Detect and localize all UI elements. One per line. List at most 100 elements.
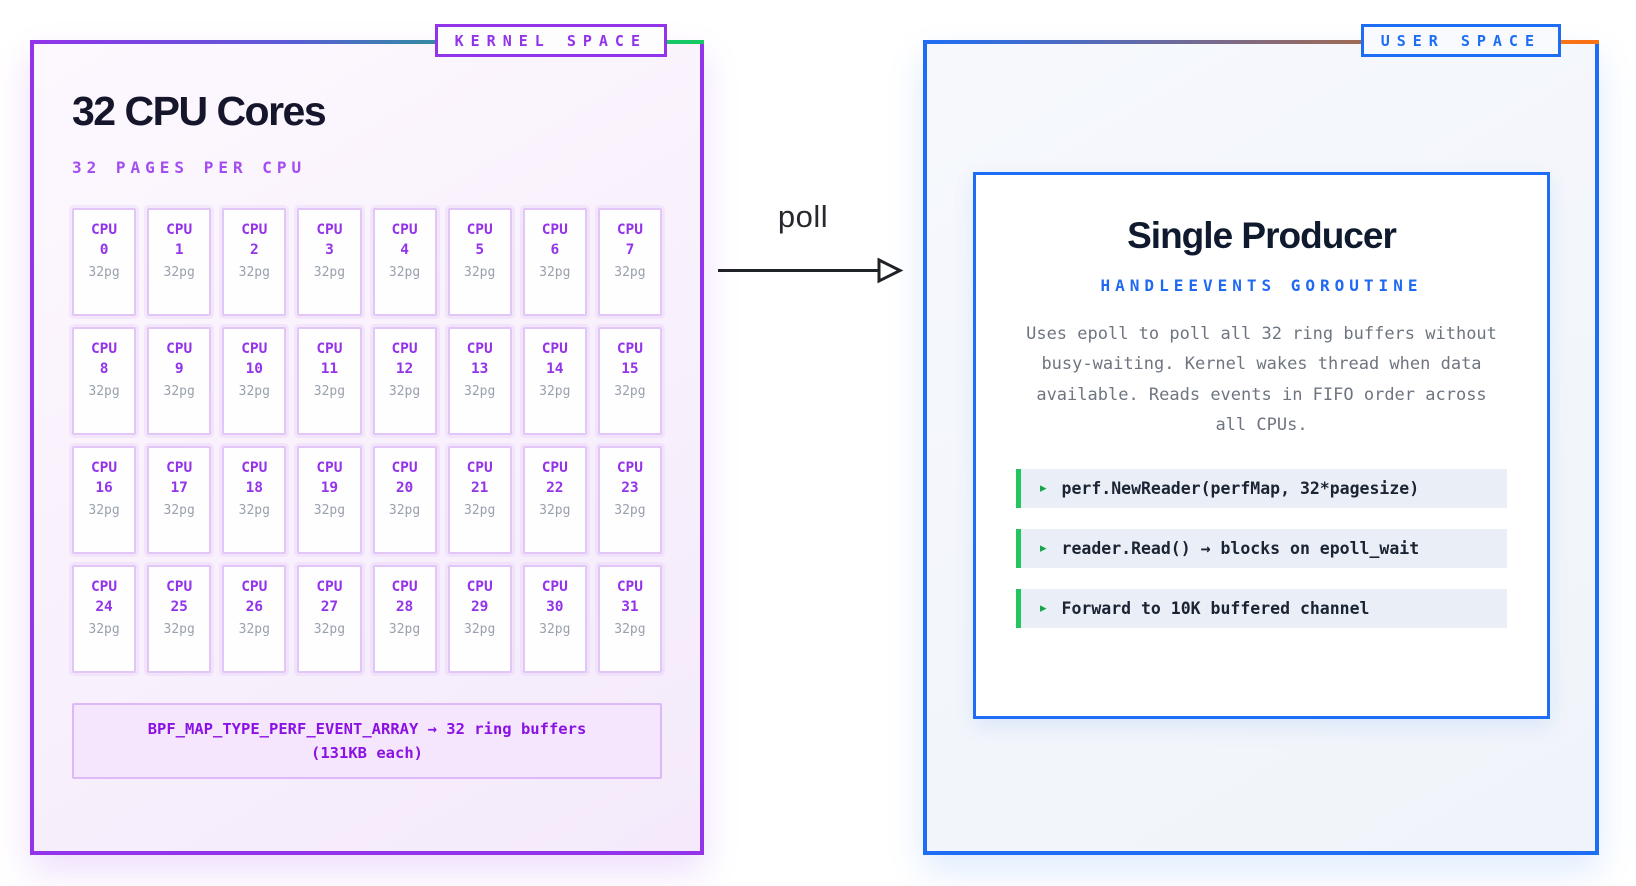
- cpu-card-label: CPU: [90, 341, 118, 357]
- cpu-card-pages: 32pg: [539, 265, 571, 281]
- cpu-card-number: 8: [99, 360, 109, 377]
- cpu-card-pages: 32pg: [238, 265, 270, 281]
- cpu-card-label: CPU: [241, 460, 268, 476]
- cpu-card-number: 15: [621, 360, 639, 377]
- cpu-card: CPU 12 32pg: [372, 327, 437, 435]
- cpu-card: CPU 7 32pg: [597, 208, 662, 316]
- cpu-card-pages: 32pg: [238, 384, 270, 400]
- cpu-card-label: CPU: [391, 222, 418, 238]
- producer-title: Single Producer: [1127, 215, 1397, 256]
- cpu-card-pages: 32pg: [163, 384, 195, 400]
- poll-arrow-head-icon: [877, 257, 904, 284]
- cpu-card: CPU 1 32pg: [147, 208, 212, 316]
- kernel-space-panel: KERNEL SPACE 32 CPU Cores 32 PAGES PER C…: [30, 24, 704, 855]
- kernel-space-badge: KERNEL SPACE: [434, 24, 667, 57]
- cpu-card-number: 17: [170, 479, 188, 496]
- cpu-card-label: CPU: [241, 579, 268, 595]
- cpu-card: CPU 5 32pg: [447, 208, 512, 316]
- cpu-card-pages: 32pg: [313, 265, 346, 281]
- cpu-card: CPU 18 32pg: [222, 446, 287, 554]
- poll-arrow-line: [718, 269, 882, 272]
- cpu-card-label: CPU: [541, 460, 568, 476]
- cpu-card-pages: 32pg: [88, 384, 120, 400]
- cpu-card: CPU 22 32pg: [522, 446, 587, 554]
- cpu-card-label: CPU: [166, 222, 193, 238]
- cpu-card-label: CPU: [391, 341, 418, 357]
- cpu-card: CPU 14 32pg: [522, 327, 587, 435]
- cpu-card-pages: 32pg: [464, 265, 496, 281]
- cpu-card-pages: 32pg: [614, 622, 646, 638]
- cpu-card-number: 5: [475, 241, 485, 258]
- cpu-card-pages: 32pg: [464, 622, 496, 638]
- cpu-card: CPU 26 32pg: [222, 565, 287, 673]
- cpu-card-number: 27: [320, 598, 339, 615]
- step-bullet-icon: ▸: [1040, 541, 1047, 556]
- step-bullet-icon: ▸: [1040, 481, 1047, 496]
- cpu-card-number: 29: [470, 598, 489, 615]
- cpu-card-pages: 32pg: [388, 265, 421, 281]
- cpu-card-number: 16: [95, 479, 113, 496]
- cpu-card-pages: 32pg: [388, 384, 421, 400]
- step-text: perf.NewReader(perfMap, 32*pagesize): [1061, 479, 1420, 498]
- cpu-card-label: CPU: [616, 222, 644, 238]
- cpu-card-pages: 32pg: [614, 384, 646, 400]
- cpu-card-number: 11: [320, 360, 339, 377]
- cpu-card-label: CPU: [316, 579, 343, 595]
- cpu-card-number: 24: [95, 598, 113, 615]
- cpu-card-pages: 32pg: [614, 503, 646, 519]
- cpu-card: CPU 17 32pg: [147, 446, 212, 554]
- step-bullet-icon: ▸: [1040, 601, 1047, 616]
- cpu-card: CPU 27 32pg: [297, 565, 362, 673]
- kernel-title: 32 CPU Cores: [72, 88, 327, 134]
- cpu-card-label: CPU: [466, 341, 493, 357]
- cpu-card-label: CPU: [391, 579, 418, 595]
- cpu-card-label: CPU: [90, 579, 118, 595]
- cpu-card: CPU 21 32pg: [447, 446, 512, 554]
- cpu-card-number: 4: [400, 241, 409, 258]
- cpu-card-label: CPU: [316, 341, 343, 357]
- cpu-card: CPU 3 32pg: [297, 208, 362, 316]
- cpu-card-label: CPU: [166, 460, 193, 476]
- cpu-card-pages: 32pg: [614, 265, 646, 281]
- bpf-map-note: BPF_MAP_TYPE_PERF_EVENT_ARRAY → 32 ring …: [72, 703, 662, 780]
- cpu-card-pages: 32pg: [313, 503, 346, 519]
- cpu-card-label: CPU: [541, 222, 568, 238]
- cpu-card-pages: 32pg: [388, 503, 421, 519]
- cpu-card-label: CPU: [391, 460, 418, 476]
- cpu-card: CPU 31 32pg: [597, 565, 662, 673]
- producer-step-item: ▸ reader.Read() → blocks on epoll_wait: [1016, 529, 1507, 568]
- cpu-card-pages: 32pg: [88, 265, 120, 281]
- producer-step-item: ▸ Forward to 10K buffered channel: [1016, 589, 1507, 628]
- bpf-map-note-line2: (131KB each): [311, 744, 423, 763]
- cpu-card-pages: 32pg: [238, 622, 270, 638]
- cpu-card: CPU 25 32pg: [147, 565, 212, 673]
- cpu-card: CPU 16 32pg: [72, 446, 137, 554]
- cpu-card: CPU 11 32pg: [297, 327, 362, 435]
- cpu-card: CPU 0 32pg: [72, 208, 137, 316]
- cpu-card: CPU 2 32pg: [222, 208, 287, 316]
- cpu-card-number: 26: [245, 598, 264, 615]
- cpu-card-number: 6: [550, 241, 560, 258]
- cpu-card-label: CPU: [166, 579, 193, 595]
- cpu-card-label: CPU: [166, 341, 193, 357]
- cpu-card-number: 9: [174, 360, 184, 377]
- cpu-card: CPU 13 32pg: [447, 327, 512, 435]
- cpu-card: CPU 29 32pg: [447, 565, 512, 673]
- producer-subtitle: HANDLEEVENTS GOROUTINE: [1100, 276, 1423, 295]
- cpu-card-pages: 32pg: [539, 622, 571, 638]
- producer-description: Uses epoll to poll all 32 ring buffers w…: [1026, 324, 1497, 435]
- user-space-panel: USER SPACE Single Producer HANDLEEVENTS …: [923, 24, 1599, 855]
- cpu-card-label: CPU: [466, 579, 493, 595]
- cpu-card-number: 12: [395, 360, 414, 377]
- producer-step-item: ▸ perf.NewReader(perfMap, 32*pagesize): [1016, 469, 1507, 508]
- cpu-card-number: 13: [470, 360, 489, 377]
- cpu-card-pages: 32pg: [313, 622, 346, 638]
- bpf-map-note-line1: BPF_MAP_TYPE_PERF_EVENT_ARRAY → 32 ring …: [147, 720, 587, 738]
- kernel-top-gradient-border: [30, 40, 704, 44]
- cpu-card-number: 23: [621, 479, 639, 496]
- cpu-card-label: CPU: [616, 460, 644, 476]
- cpu-card-label: CPU: [616, 341, 644, 357]
- cpu-card-pages: 32pg: [313, 384, 346, 400]
- cpu-card-label: CPU: [616, 579, 644, 595]
- cpu-card-pages: 32pg: [539, 503, 571, 519]
